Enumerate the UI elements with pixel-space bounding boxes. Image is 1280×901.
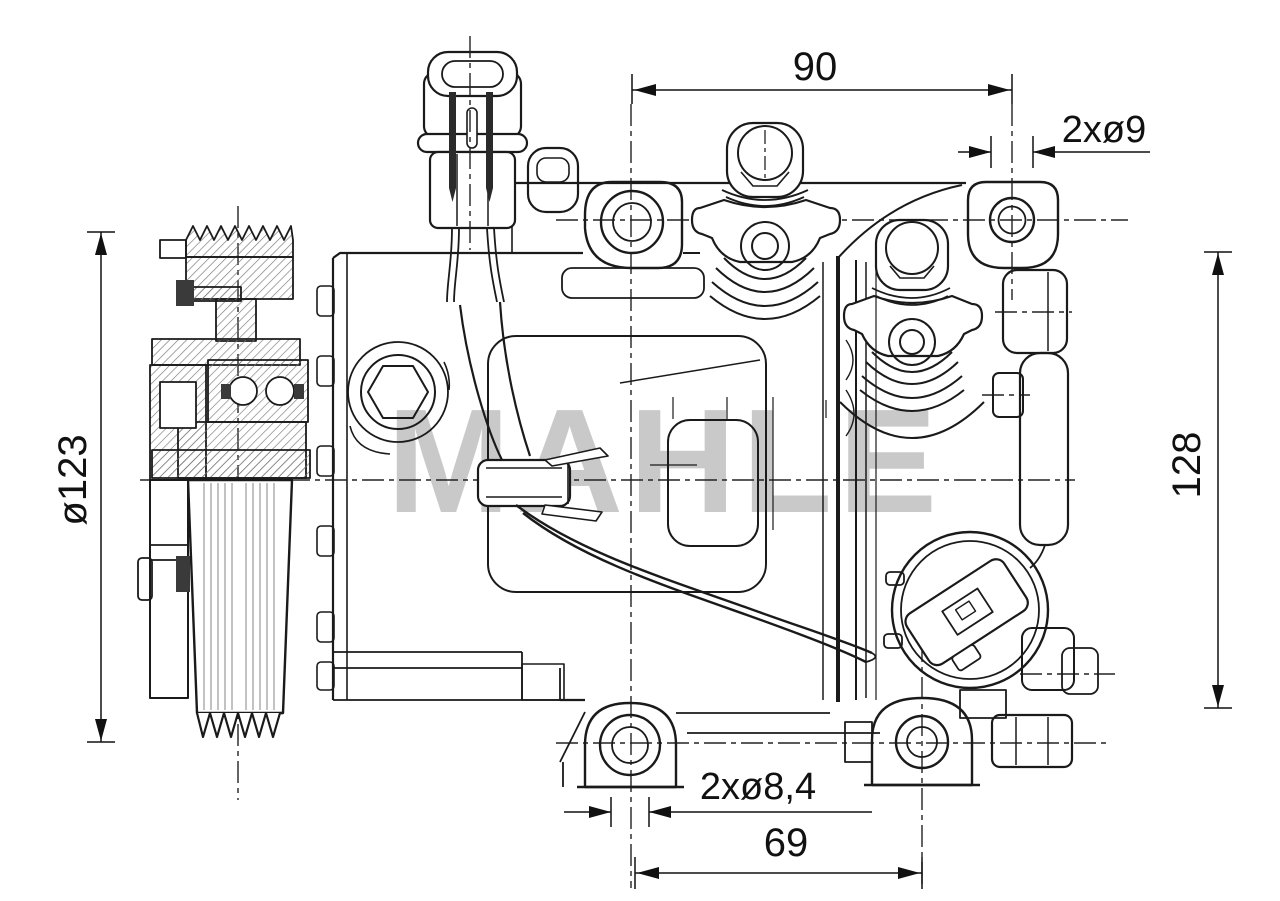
top-bracket-ear [526, 146, 580, 214]
dimension-bottom-span: 69 [634, 821, 923, 889]
mounting-lug-bottom-left [559, 701, 684, 789]
brand-watermark: MAHLE [387, 379, 943, 544]
dimension-pulley-diameter: ø123 [51, 231, 115, 743]
dim-label-o123: ø123 [51, 434, 95, 525]
oil-plug-boss [347, 341, 451, 455]
hose-line [515, 504, 873, 655]
dim-label-128: 128 [1165, 432, 1209, 499]
dimension-right-span: 128 [1165, 251, 1232, 709]
dim-label-90: 90 [793, 45, 838, 89]
electrical-connector [416, 50, 529, 230]
dimension-top-span: 90 [631, 45, 1013, 104]
dim-label-2x84: 2xø8,4 [700, 766, 816, 808]
control-valve [883, 530, 1050, 690]
dim-label-69: 69 [764, 821, 809, 865]
mounting-lug-top-left [561, 180, 705, 299]
body-panel-small [667, 419, 759, 547]
port-boss-rear [839, 218, 985, 439]
hex-fitting [990, 713, 1074, 769]
front-housing [316, 251, 583, 701]
mounting-lug-top-right [966, 180, 1060, 270]
wire-harness [446, 227, 877, 664]
dim-label-2x9: 2xø9 [1062, 109, 1146, 151]
rear-head [845, 262, 1099, 769]
mounting-lug-bottom-right [844, 696, 980, 787]
dimension-bottom-holes: 2xø8,4 [564, 766, 872, 827]
dimension-top-holes: 2xø9 [958, 109, 1150, 168]
harness-fitting [476, 458, 572, 508]
pulley-clutch-assembly [137, 225, 311, 739]
port-boss-front [690, 121, 842, 320]
rear-gusset [837, 184, 963, 259]
